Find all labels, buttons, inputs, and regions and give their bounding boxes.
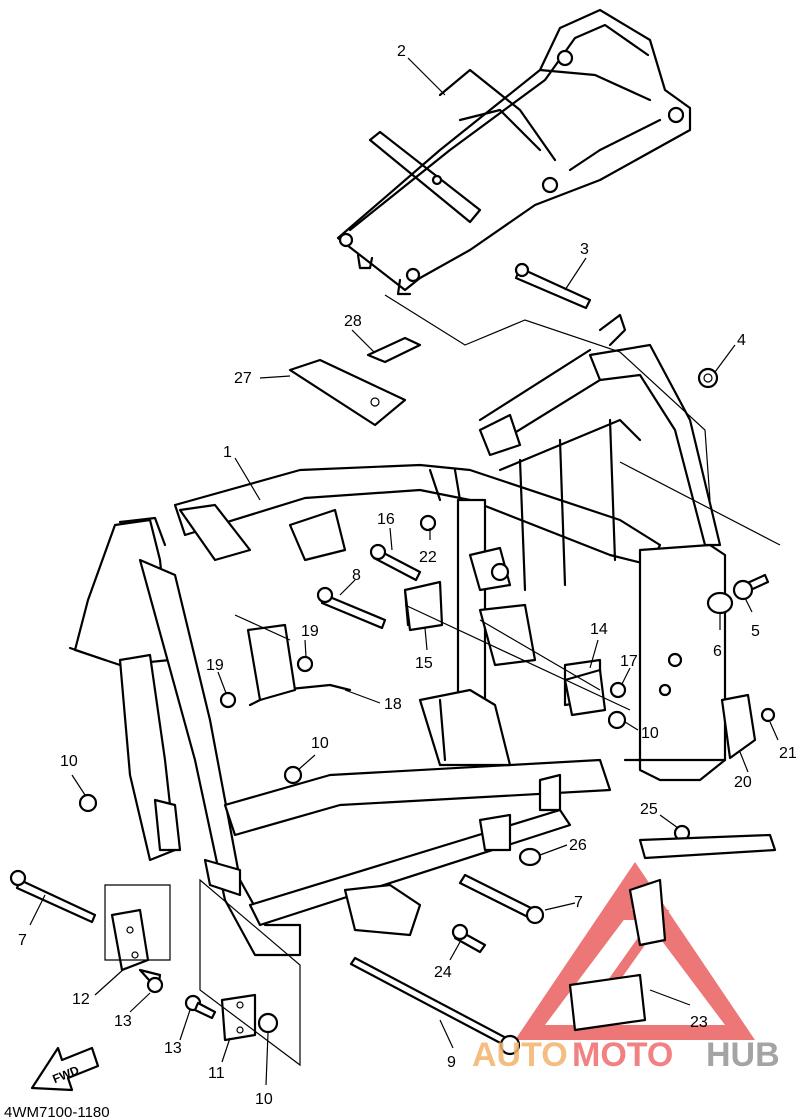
- callout-8: 8: [352, 567, 361, 584]
- callout-10-center: 10: [311, 735, 329, 752]
- callout-23: 23: [690, 1014, 708, 1031]
- fwd-arrow-icon: FWD: [30, 1046, 100, 1092]
- drawing-code: 4WM7100-1180: [4, 1104, 110, 1120]
- main-frame: [68, 313, 727, 957]
- callout-9: 9: [447, 1054, 456, 1071]
- callout-28: 28: [344, 313, 362, 330]
- callout-10-mid: 10: [641, 725, 659, 742]
- callout-12: 12: [72, 991, 90, 1008]
- callout-1: 1: [223, 444, 232, 461]
- reference-outlines: [104, 294, 781, 1067]
- rear-fender-frame: [336, 8, 692, 296]
- callout-22: 22: [419, 549, 437, 566]
- callout-26: 26: [569, 837, 587, 854]
- callout-2: 2: [397, 43, 406, 60]
- callout-6: 6: [713, 643, 722, 660]
- callout-15: 15: [415, 655, 433, 672]
- watermark-hub: HUB: [706, 1036, 780, 1074]
- callout-18: 18: [384, 696, 402, 713]
- callout-5: 5: [751, 623, 760, 640]
- callout-11: 11: [208, 1065, 225, 1082]
- leader-lines: [29, 57, 779, 1086]
- callout-25: 25: [640, 801, 658, 818]
- callout-13-bottom: 13: [164, 1040, 182, 1057]
- callout-16: 16: [377, 511, 395, 528]
- callout-7-right: 7: [574, 894, 583, 911]
- callout-10-bottom: 10: [255, 1091, 273, 1108]
- callout-labels: 2 3 4 28 27 1 16 22 8 19 19 18 15 14 17 …: [18, 43, 797, 1108]
- watermark-wordmark: AUTO MOTO HUB: [472, 1036, 780, 1074]
- callout-3: 3: [580, 241, 589, 258]
- callout-20: 20: [734, 774, 752, 791]
- callout-7-left: 7: [18, 932, 27, 949]
- callout-27: 27: [234, 370, 252, 387]
- callout-4: 4: [737, 332, 746, 349]
- callout-24: 24: [434, 964, 452, 981]
- watermark-moto: MOTO: [572, 1036, 673, 1074]
- callout-14: 14: [590, 621, 608, 638]
- callout-10-left: 10: [60, 753, 78, 770]
- callout-19-left: 19: [206, 657, 224, 674]
- callout-19-top: 19: [301, 623, 319, 640]
- callout-13-left: 13: [114, 1013, 132, 1030]
- callout-21: 21: [779, 745, 797, 762]
- callout-17: 17: [620, 653, 638, 670]
- watermark-auto: AUTO: [472, 1036, 568, 1074]
